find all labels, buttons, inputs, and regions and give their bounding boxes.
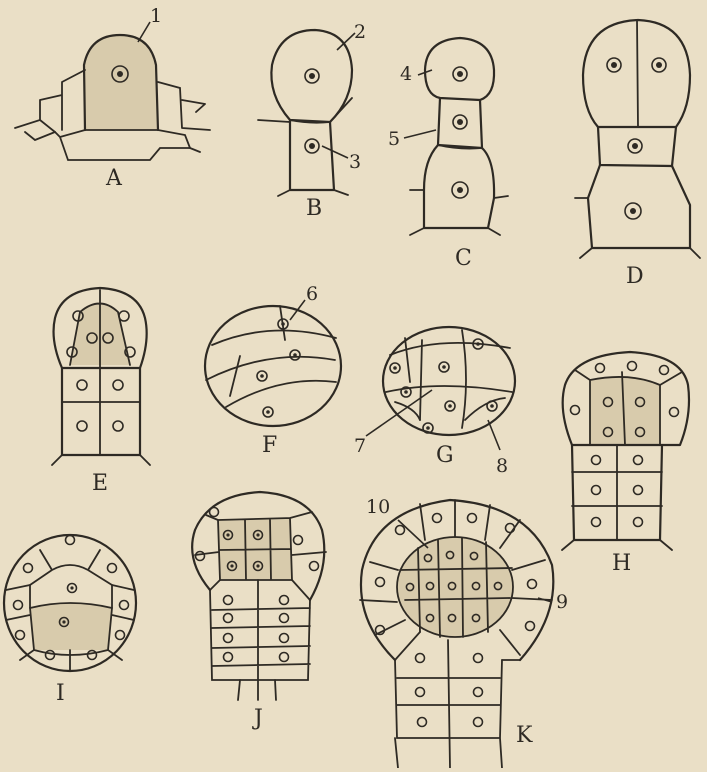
callout-10: 10 (366, 496, 390, 518)
panel-label-a: A (105, 166, 123, 191)
callout-5: 5 (388, 128, 400, 150)
callout-9: 9 (556, 591, 568, 613)
panel-g-drawing (366, 327, 515, 450)
panel-label-j: J (252, 706, 263, 731)
panel-a-drawing (15, 22, 210, 160)
panel-label-i: I (56, 681, 65, 706)
panel-label-b: B (306, 196, 322, 221)
callout-1: 1 (150, 5, 162, 27)
callout-3: 3 (349, 151, 361, 173)
panel-e-drawing (52, 288, 150, 465)
panel-label-c: C (455, 246, 472, 271)
panel-d-drawing (575, 20, 700, 258)
callout-4: 4 (400, 63, 412, 85)
panel-label-d: D (626, 264, 644, 289)
panel-i-drawing (4, 535, 136, 671)
callout-7: 7 (354, 435, 366, 457)
panel-c-drawing (404, 38, 508, 235)
callout-6: 6 (306, 283, 318, 305)
panel-f-drawing (205, 300, 341, 426)
panel-j-drawing (192, 492, 326, 700)
panel-label-k: K (516, 723, 533, 748)
panel-label-h: H (612, 551, 631, 576)
panel-label-e: E (92, 471, 108, 496)
callout-2: 2 (354, 21, 366, 43)
panel-b-drawing (258, 30, 355, 196)
panel-h-drawing (562, 352, 689, 550)
panel-label-g: G (436, 443, 454, 468)
panel-label-f: F (262, 433, 277, 458)
callout-8: 8 (496, 455, 508, 477)
